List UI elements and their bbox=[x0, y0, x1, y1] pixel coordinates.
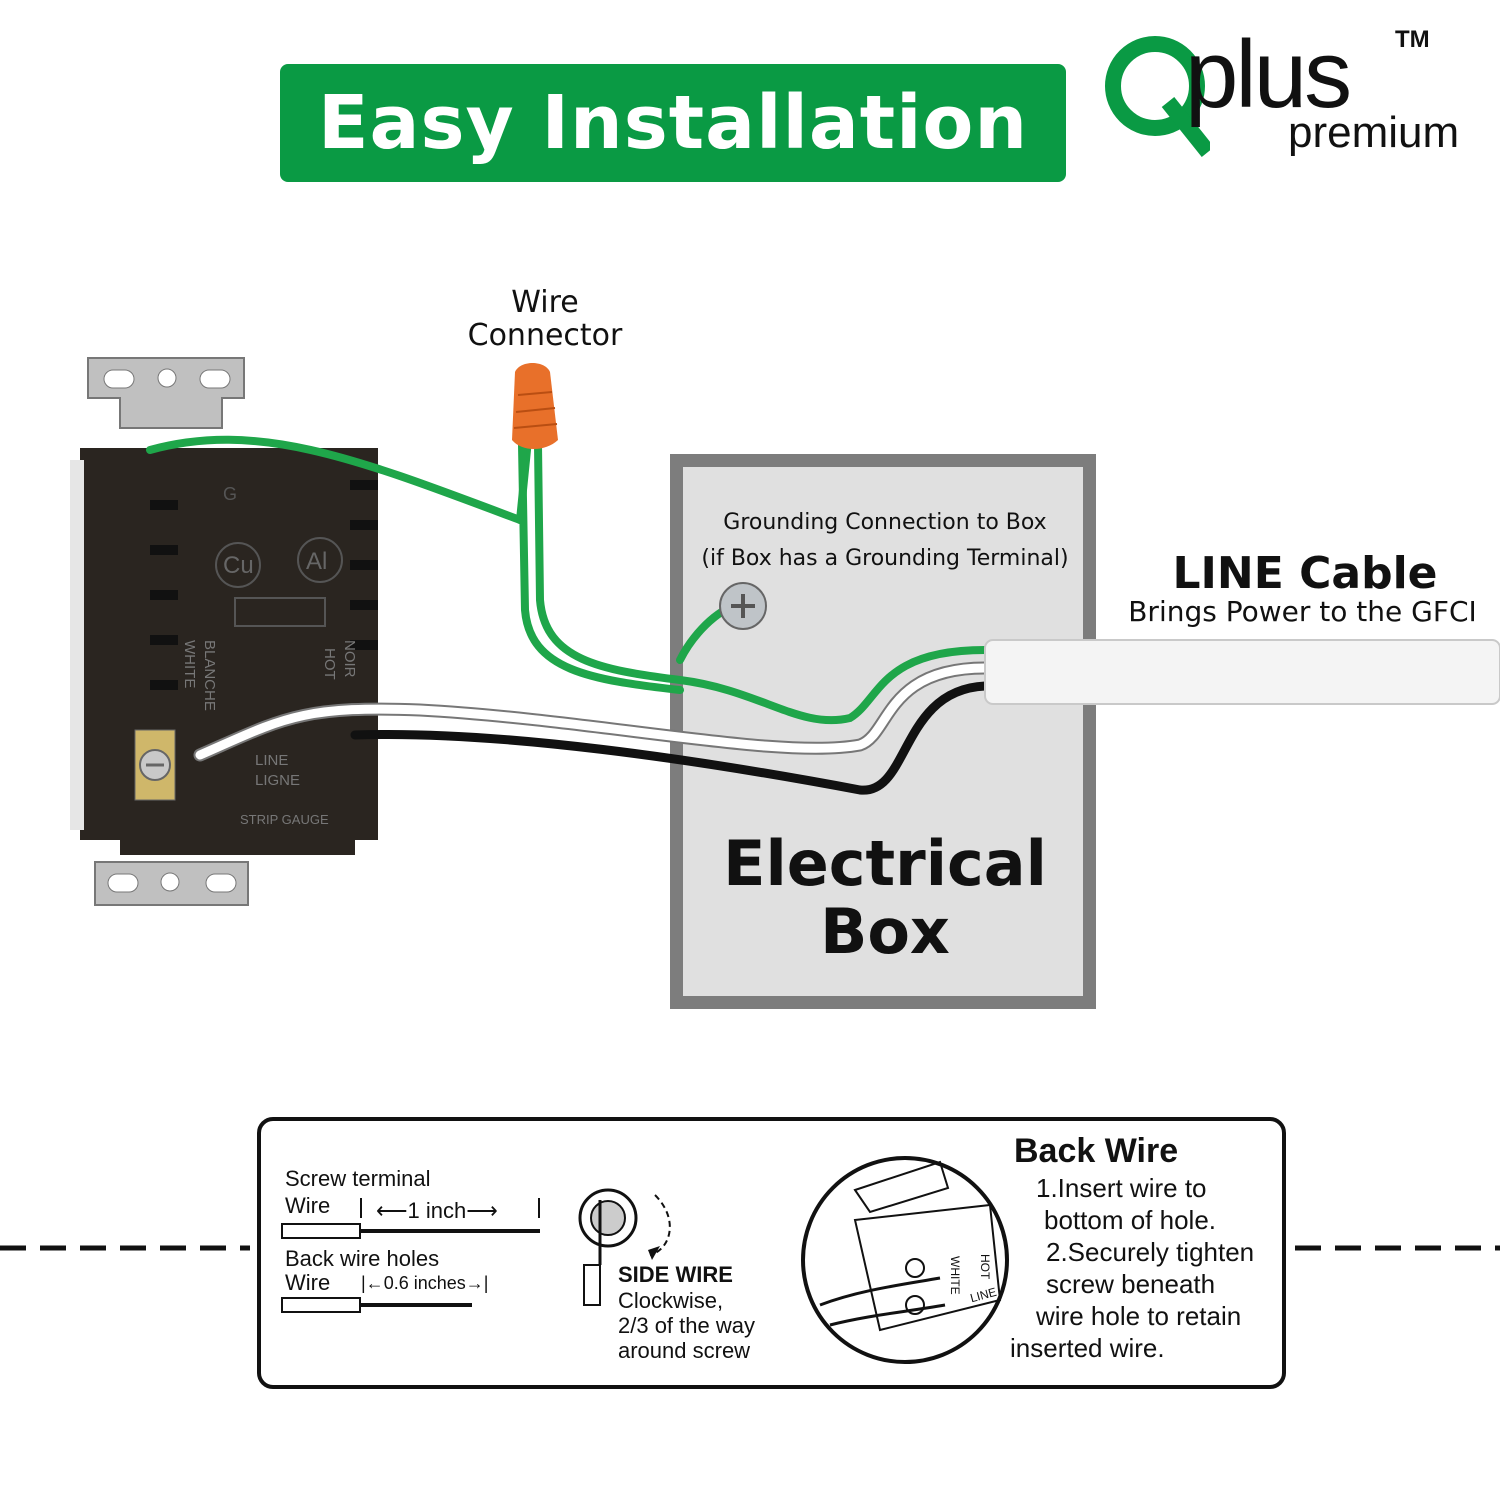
outlet-marking-al: Al bbox=[306, 548, 328, 575]
line-cable bbox=[984, 639, 1500, 705]
outlet-marking-noir: NOIR bbox=[341, 640, 358, 678]
inset-hot-label: HOT bbox=[978, 1254, 992, 1280]
back-wire-step: inserted wire. bbox=[1010, 1333, 1165, 1363]
screw-terminal-label: Screw terminal bbox=[285, 1166, 431, 1191]
back-wire-step: wire hole to retain bbox=[1036, 1301, 1242, 1331]
outlet-marking-strip-gauge: STRIP GAUGE bbox=[240, 812, 329, 827]
back-wire-holes-label: Back wire holes bbox=[285, 1246, 440, 1271]
line-cable-subtitle: Brings Power to the GFCI bbox=[1128, 595, 1477, 628]
back-wire-step: bottom of hole. bbox=[1044, 1205, 1216, 1235]
point-six-inches-label: 0.6 inches bbox=[383, 1273, 466, 1293]
outlet-marking-white: WHITE bbox=[181, 640, 198, 689]
back-wire-inset-icon bbox=[801, 1156, 1009, 1364]
back-wire-step: 1.Insert wire to bbox=[1036, 1173, 1207, 1203]
point-six-inch-measure: |←0.6 inches→| bbox=[361, 1273, 489, 1293]
electrical-box-label: Electrical Box bbox=[723, 827, 1047, 968]
side-wire-text: Clockwise, 2/3 of the way around screw bbox=[618, 1288, 755, 1363]
screw-terminal-wire-label: Wire bbox=[285, 1193, 331, 1218]
outlet-marking-line: LINE bbox=[255, 752, 289, 769]
back-wire-holes-wire-label: Wire bbox=[285, 1270, 331, 1295]
side-wire-title: SIDE WIRE bbox=[618, 1262, 733, 1287]
brand-logo-plus: plus bbox=[1185, 21, 1352, 128]
hot-wire bbox=[350, 681, 990, 795]
side-wire-icon bbox=[578, 1188, 671, 1306]
gfci-outlet-body bbox=[70, 448, 378, 855]
outlet-marking-hot: HOT bbox=[321, 648, 338, 680]
back-wire-step: 2.Securely tighten bbox=[1046, 1237, 1255, 1267]
brand-trademark: TM bbox=[1395, 26, 1430, 53]
wire-connector-label: Wire Connector bbox=[467, 285, 623, 353]
wiring-diagram bbox=[70, 357, 1500, 1009]
neutral-wire bbox=[193, 661, 992, 762]
brand-logo-premium: premium bbox=[1288, 108, 1460, 157]
wire-connector-icon bbox=[512, 363, 558, 449]
outlet-marking-blanche: BLANCHE bbox=[201, 640, 218, 711]
back-wire-title: Back Wire bbox=[1014, 1132, 1179, 1170]
brand-logo-q-icon bbox=[1105, 36, 1210, 157]
one-inch-label: 1 inch bbox=[407, 1198, 467, 1223]
outlet-mounting-strap bbox=[87, 357, 249, 906]
header-banner: Easy Installation bbox=[280, 64, 1066, 182]
banner-title: Easy Installation bbox=[317, 80, 1029, 166]
outlet-marking-g: G bbox=[223, 484, 238, 504]
back-wire-step: screw beneath bbox=[1046, 1269, 1216, 1299]
screw-terminal-strip-gauge bbox=[281, 1198, 540, 1313]
one-inch-measure: ⟵1 inch⟶ bbox=[376, 1198, 498, 1223]
instruction-panel bbox=[0, 1117, 1500, 1389]
ground-screw-icon bbox=[719, 582, 767, 630]
ground-wires bbox=[146, 435, 989, 725]
line-cable-title: LINE Cable bbox=[1172, 548, 1438, 599]
inset-white-label: WHITE bbox=[948, 1256, 962, 1295]
outlet-marking-cu: Cu bbox=[223, 552, 254, 579]
outlet-marking-ligne: LIGNE bbox=[255, 772, 301, 789]
grounding-connection-label: Grounding Connection to Box (if Box has … bbox=[701, 510, 1069, 571]
